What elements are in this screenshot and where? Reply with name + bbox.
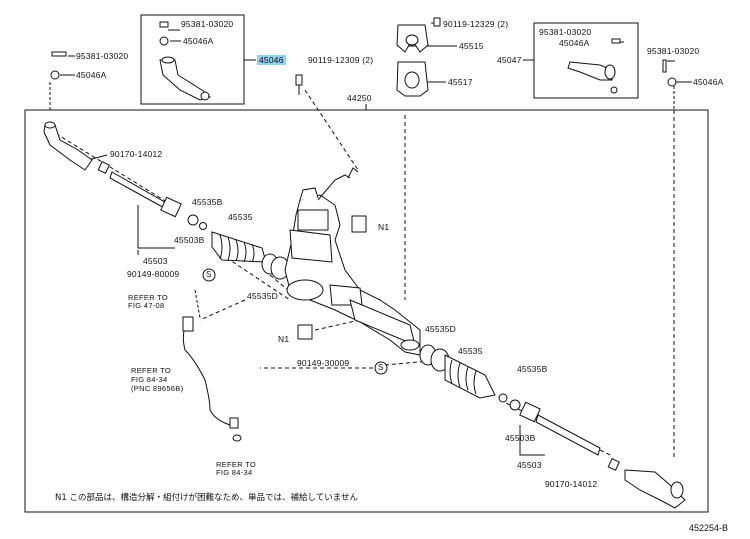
bolt-icon-2 (295, 74, 303, 86)
label-45046-highlighted[interactable]: 45046 (257, 55, 286, 65)
label-45046A-inset-right: 45046A (559, 38, 590, 48)
tie-rod-end-left (43, 124, 93, 171)
label-N1-top: N1 (378, 222, 390, 232)
pinion-valve (297, 209, 329, 231)
label-45535D-right: 45535D (425, 324, 456, 334)
label-45503-left: 45503 (143, 256, 168, 266)
label-45046A-right: 45046A (693, 77, 724, 87)
label-45517: 45517 (448, 77, 473, 87)
label-45046A-left: 45046A (76, 70, 107, 80)
label-45535B-right: 45535B (517, 364, 548, 374)
label-45046A-inset-left: 45046A (183, 36, 214, 46)
label-90119-12329: 90119-12329 (2) (443, 19, 509, 29)
label-90170-14012-left: 90170-14012 (110, 149, 163, 159)
label-45047: 45047 (497, 55, 522, 65)
label-95381-03020-left: 95381-03020 (76, 51, 129, 61)
label-95381-03020-right: 95381-03020 (647, 46, 700, 56)
refer-to-fig-47-08-line1: REFER TO (128, 293, 169, 302)
label-95381-03020-inset-left: 95381-03020 (181, 19, 234, 29)
label-N1-mid: N1 (278, 334, 290, 344)
label-90170-14012-right: 90170-14012 (545, 479, 598, 489)
label-90119-12309: 90119-12309 (2) (308, 55, 374, 65)
label-45535-left: 45535 (228, 212, 253, 222)
label-45503B-left: 45503B (174, 235, 205, 245)
rack-boot-right (444, 354, 496, 399)
grease-marker-label-1: S (206, 270, 212, 279)
label-45535B-left: 45535B (192, 197, 223, 207)
refer-to-fig-84-34-line1: REFER TO (131, 366, 172, 375)
refer-to-fig-84-34b-line2[interactable]: FIG 84-34 (216, 468, 253, 477)
sensor-wire (182, 319, 231, 426)
tie-rod-left (109, 171, 171, 211)
tie-rod-right (535, 414, 601, 456)
label-90149-30009: 90149-30009 (297, 358, 350, 368)
refer-to-fig-84-34-line2[interactable]: FIG 84-34 (131, 375, 168, 384)
grease-marker-2 (374, 361, 388, 375)
mount-bushing-mid (297, 324, 313, 340)
label-45515: 45515 (459, 41, 484, 51)
tie-rod-end-left-inset (159, 59, 211, 101)
label-45503-right: 45503 (517, 460, 542, 470)
tie-rod-end-right (624, 469, 686, 509)
label-90149-80009: 90149-80009 (127, 269, 180, 279)
grease-marker-1 (202, 268, 216, 282)
label-45535-right: 45535 (458, 346, 483, 356)
tie-rod-end-right-inset (567, 61, 613, 81)
bolt-icon (433, 17, 441, 27)
refer-to-fig-84-34b-line1: REFER TO (216, 460, 257, 469)
footnote-n1: N1 この部品は、構造分解・組付けが困難なため、単品では、補給していません (55, 493, 358, 503)
label-45535D-left: 45535D (247, 291, 278, 301)
refer-to-fig-47-08-line2[interactable]: FIG 47-08 (128, 301, 165, 310)
label-95381-03020-inset-right: 95381-03020 (539, 27, 592, 37)
figure-id: 452254-B (689, 523, 729, 533)
mount-bushing-top (351, 215, 367, 233)
grease-marker-label-2: S (378, 363, 384, 372)
label-44250: 44250 (347, 93, 372, 103)
refer-to-fig-84-34-line3: (PNC 89656B) (131, 384, 184, 393)
cotter-pin-icon (159, 21, 169, 28)
label-45503B-right: 45503B (505, 433, 536, 443)
